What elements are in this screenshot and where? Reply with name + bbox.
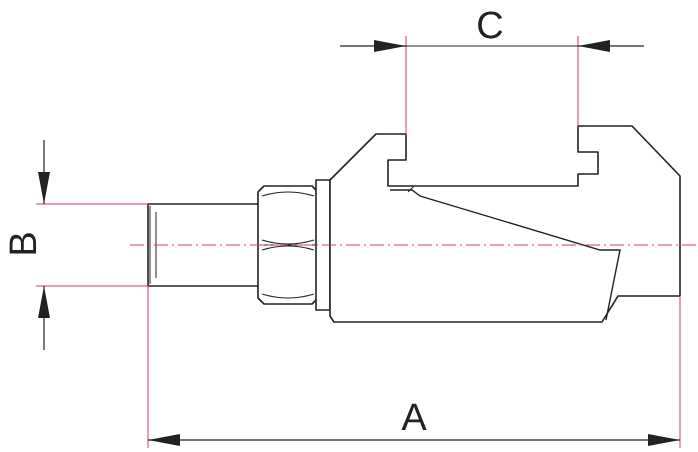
dimension-b-label: B: [3, 231, 45, 256]
extension-lines: [36, 36, 681, 448]
arrow-up-icon: [38, 286, 50, 318]
arrow-right-icon: [374, 40, 406, 52]
arrow-left-icon: [578, 40, 610, 52]
arrow-right-icon: [648, 434, 680, 446]
dimension-a: A: [148, 397, 680, 446]
dimension-c: C: [340, 5, 644, 52]
dimension-a-label: A: [401, 397, 427, 439]
arrow-left-icon: [148, 434, 180, 446]
arrow-down-icon: [38, 172, 50, 204]
clamp-body: [329, 125, 681, 323]
dimension-c-label: C: [476, 5, 503, 47]
dimension-b: B: [3, 140, 50, 350]
